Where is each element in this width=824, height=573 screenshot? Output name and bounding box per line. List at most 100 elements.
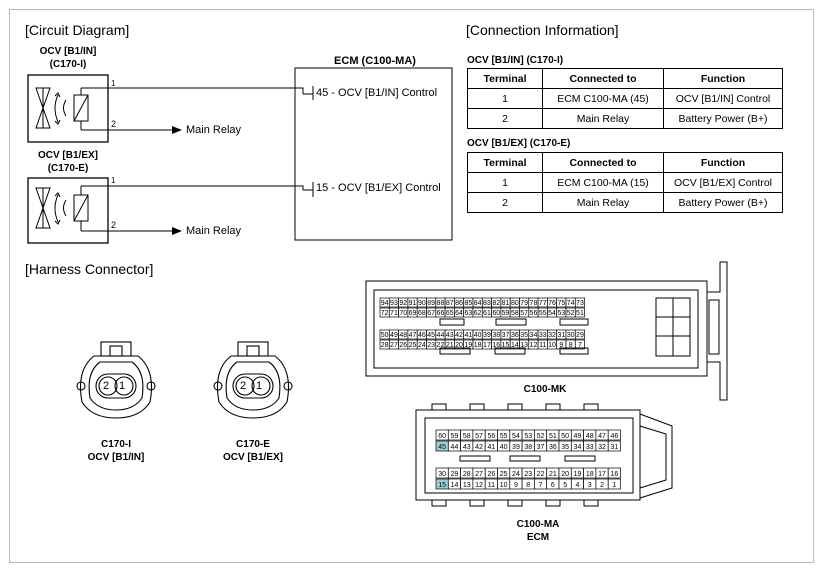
- connector-pin-number: 57: [520, 310, 528, 317]
- c100-mk-label: C100-MK: [523, 384, 567, 395]
- connector-pin-number: 9: [559, 342, 563, 349]
- c170-e-name: OCV [B1/EX]: [222, 452, 283, 463]
- connector-pin-number: 25: [500, 471, 508, 478]
- ecm-pin-15-label: 15 - OCV [B1/EX] Control: [316, 182, 441, 194]
- connector-pin-number: 93: [390, 300, 398, 307]
- connector-pin-number: 41: [487, 444, 495, 451]
- table-cell: OCV [B1/IN] Control: [663, 88, 783, 109]
- circuit-diagram-header: [Circuit Diagram]: [25, 22, 130, 38]
- connector-pin-number: 70: [399, 310, 407, 317]
- col-header-function: Function: [663, 152, 783, 173]
- connector-pin-number: 39: [483, 332, 491, 339]
- ocv-ex-label: OCV [B1/EX]: [37, 150, 98, 161]
- c170-e-pin-1: 1: [256, 380, 263, 392]
- c170-i-name: OCV [B1/IN]: [87, 452, 145, 463]
- c100-ma-sub-label: ECM: [526, 532, 550, 543]
- col-header-terminal: Terminal: [467, 68, 543, 89]
- connector-pin-cell: [574, 307, 585, 318]
- table-cell: 1: [467, 172, 543, 193]
- connector-pin-number: 7: [578, 342, 582, 349]
- connector-pin-number: 39: [512, 444, 520, 451]
- connector-pin-number: 32: [598, 444, 606, 451]
- col-header-function: Function: [663, 68, 783, 89]
- connector-pin-number: 24: [512, 471, 520, 478]
- connector-pin-number: 48: [399, 332, 407, 339]
- connector-pin-number: 86: [455, 300, 463, 307]
- connector-pin-number: 53: [557, 310, 565, 317]
- connection-table-ocv-in: Terminal Connected to Function 1 ECM C10…: [467, 68, 783, 129]
- connector-pin-number: 89: [427, 300, 435, 307]
- connector-pin-number: 9: [514, 482, 518, 489]
- arrow-head-icon: [172, 126, 182, 134]
- connector-pin-number: 56: [530, 310, 538, 317]
- connection-information-header: [Connection Information]: [466, 22, 619, 38]
- connector-pin-number: 37: [502, 332, 510, 339]
- connector-pin-number: 50: [561, 433, 569, 440]
- connector-pin-number: 28: [381, 342, 389, 349]
- table-cell: ECM C100-MA (45): [542, 88, 664, 109]
- connector-pin-number: 16: [610, 471, 618, 478]
- connector-pin-number: 51: [549, 433, 557, 440]
- connector-pin-number: 10: [500, 482, 508, 489]
- connector-pin-number: 69: [409, 310, 417, 317]
- ecm-label: ECM (C100-MA): [334, 55, 416, 67]
- table-row: 1 ECM C100-MA (45) OCV [B1/IN] Control: [467, 88, 783, 109]
- connector-pin-number: 8: [526, 482, 530, 489]
- connector-pin-number: 35: [520, 332, 528, 339]
- connector-pin-number: 59: [451, 433, 459, 440]
- connector-pin-number: 83: [483, 300, 491, 307]
- connector-pin-number: 29: [576, 332, 584, 339]
- connector-pin-number: 5: [563, 482, 567, 489]
- arrow-head-icon: [172, 227, 182, 235]
- connector-pin-number: 34: [574, 444, 582, 451]
- connector-pin-number: 85: [464, 300, 472, 307]
- connector-pin-number: 50: [381, 332, 389, 339]
- connector-pin-number: 34: [530, 332, 538, 339]
- connector-pin-number: 10: [548, 342, 556, 349]
- connector-pin-number: 27: [475, 471, 483, 478]
- harness-connector-header: [Harness Connector]: [25, 261, 154, 277]
- connector-pin-number: 76: [548, 300, 556, 307]
- connector-pin-number: 24: [418, 342, 426, 349]
- c100-ma-label: C100-MA: [516, 519, 560, 530]
- connector-pin-cell: [607, 440, 621, 452]
- connector-pin-number: 65: [446, 310, 454, 317]
- connector-pin-number: 74: [567, 300, 575, 307]
- connector-pin-number: 54: [548, 310, 556, 317]
- connector-pin-number: 18: [586, 471, 594, 478]
- connector-pin-number: 49: [390, 332, 398, 339]
- connector-pin-number: 43: [463, 444, 471, 451]
- table-cell: ECM C100-MA (15): [542, 172, 664, 193]
- connector-pin-number: 25: [409, 342, 417, 349]
- c170-e-pin-2: 2: [240, 380, 247, 392]
- connector-pin-number: 20: [561, 471, 569, 478]
- connector-pin-number: 55: [539, 310, 547, 317]
- connector-pin-number: 84: [474, 300, 482, 307]
- connector-pin-number: 59: [502, 310, 510, 317]
- connector-pin-number: 12: [475, 482, 483, 489]
- arrowheads: [172, 126, 182, 235]
- col-header-terminal: Terminal: [467, 152, 543, 173]
- connector-pin-number: 42: [475, 444, 483, 451]
- connector-pin-number: 88: [437, 300, 445, 307]
- connector-pin-number: 52: [537, 433, 545, 440]
- connector-pin-number: 90: [418, 300, 426, 307]
- connector-pin-cell: [574, 329, 585, 340]
- connector-pin-number: 45: [438, 444, 446, 451]
- connector-pin-number: 44: [451, 444, 459, 451]
- connector-pin-number: 82: [492, 300, 500, 307]
- connector-pin-number: 31: [610, 444, 618, 451]
- connector-pin-number: 61: [483, 310, 491, 317]
- ocv-ex-symbol: [27, 177, 109, 244]
- table-cell: 1: [467, 88, 543, 109]
- connector-pin-number: 3: [588, 482, 592, 489]
- connector-pin-number: 67: [427, 310, 435, 317]
- connector-pin-number: 15: [438, 482, 446, 489]
- connector-pin-number: 13: [463, 482, 471, 489]
- c170-i-pin-1: 1: [119, 380, 126, 392]
- connector-pin-number: 75: [557, 300, 565, 307]
